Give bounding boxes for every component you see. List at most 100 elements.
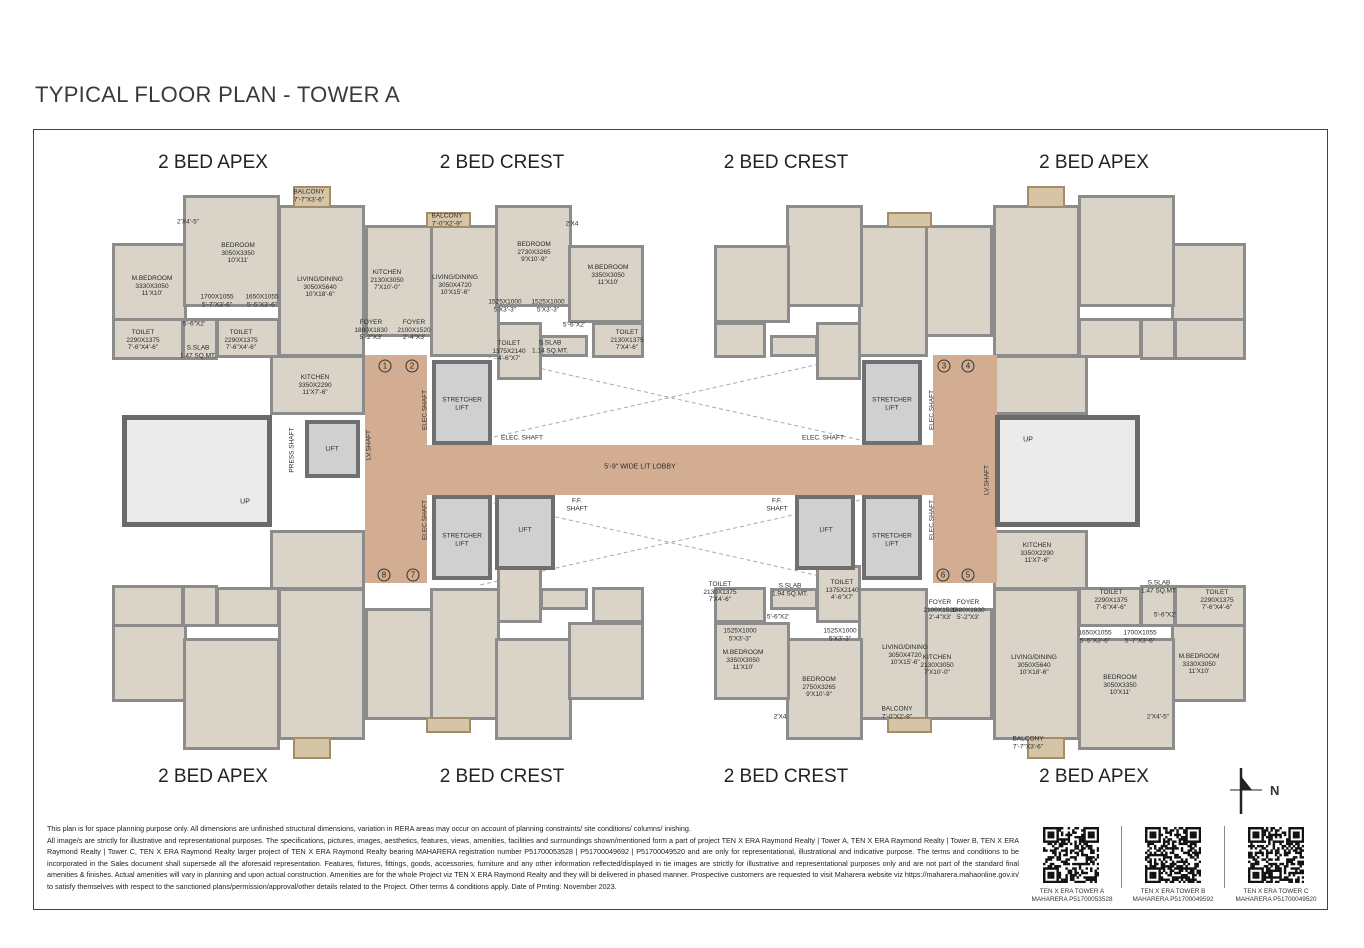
balcony-room (887, 717, 932, 733)
lift (795, 495, 855, 570)
room-label: M.BEDROOM 3330X3050 11'X10' (1178, 652, 1220, 675)
core-label: ELEC.SHAFT (928, 389, 936, 431)
divider (1121, 826, 1122, 888)
room-label: S.SLAB 1.14 SQ.MT. (531, 339, 569, 355)
toilet-room (714, 322, 766, 358)
room-label: 1525X1000 5'X3'-3" (823, 627, 857, 643)
core-label: F.F. SHAFT (566, 497, 588, 513)
room-label: LIVING/DINING 3050X4720 10'X15'-6" (882, 643, 928, 666)
core-label: 1 (378, 359, 392, 373)
core-label: 8 (377, 568, 391, 582)
room-label: 1700X1055 5'-7"X3'-6" (200, 293, 234, 309)
room-label: KITCHEN 2130X3050 7'X10'-0" (370, 268, 404, 291)
core-label: 4 (961, 359, 975, 373)
room-label: BEDROOM 3050X3350 10'X11' (1103, 673, 1137, 696)
room-label: 1650X1055 5'-5"X3'-6" (245, 293, 279, 309)
room-label: S.SLAB 1.47 SQ.MT. (1140, 579, 1178, 595)
s-slab-room (770, 588, 818, 610)
core-label: ELEC.SHAFT (421, 499, 429, 541)
staircase (995, 415, 1140, 527)
lift (305, 420, 360, 478)
core-label: 5'-9" WIDE LIT LOBBY (604, 463, 676, 471)
disclaimer: This plan is for space planning purpose … (47, 823, 1019, 893)
living-dining-room (993, 588, 1080, 740)
room-label: KITCHEN 3350X2290 11'X7'-6" (298, 373, 332, 396)
toilet-room (497, 322, 542, 380)
balcony-room (1027, 737, 1065, 759)
core-label: ELEC.SHAFT (421, 389, 429, 431)
qr-label-line2: MAHARERA P51700049592 (1132, 896, 1214, 903)
toilet-room (1078, 318, 1142, 358)
toilet-room (1078, 587, 1142, 627)
kitchen-room (993, 530, 1088, 590)
room-label: 2'X4'-5" (176, 218, 200, 226)
bedroom-room (786, 205, 863, 307)
kitchen-room (925, 225, 993, 337)
qr-label-line1: TEN X ERA TOWER C (1243, 888, 1309, 895)
room-label: KITCHEN 3350X2290 11'X7'-6" (1020, 541, 1054, 564)
qr-code-tower-c[interactable] (1248, 827, 1304, 883)
balcony-room (887, 212, 932, 228)
unit-heading-bottom-2: 2 BED CREST (439, 766, 565, 787)
kitchen-room (993, 355, 1088, 415)
s-slab-room (1140, 318, 1176, 360)
room-label: TOILET 1375X2140 4'-6"X7' (492, 339, 526, 362)
room-label: 2'X4 (773, 713, 787, 721)
core-label: ELEC. SHAFT (501, 434, 543, 442)
north-arrow: N (1222, 766, 1279, 821)
room-label: TOILET 2290X1375 7'-6"X4'-6" (224, 328, 258, 351)
kitchen-room (365, 225, 433, 337)
core-label: STRETCHER LIFT (442, 532, 482, 548)
living-dining-room (430, 588, 500, 720)
core-label: 5 (961, 568, 975, 582)
room-label: TOILET 2130X1375 7'X4'-6" (703, 580, 737, 603)
core-label: 2 (405, 359, 419, 373)
core-label: ELEC. SHAFT (802, 434, 844, 442)
room-label: 5'-6"X2' (1153, 611, 1177, 619)
balcony-room (426, 717, 471, 733)
stretcher-lift (432, 360, 492, 445)
room-label: BEDROOM 3050X3350 10'X11' (221, 241, 255, 264)
room-label: M.BEDROOM 3330X3050 11'X10' (131, 274, 173, 297)
room-label: BALCONY 7'-7"X3'-6" (1012, 735, 1044, 751)
room-label: FOYER 1880X1830 5'-2"X3' (354, 318, 388, 341)
room-label: 5'-6"X2' (766, 613, 790, 621)
living-dining-room (858, 225, 928, 357)
room-label: TOILET 2290X1375 7'-6"X4'-6" (126, 328, 160, 351)
plan-frame (33, 129, 1328, 910)
core-label: LIFT (819, 526, 833, 534)
room-label: BALCONY 7'-7"X3'-6" (293, 188, 325, 204)
qr-label-line1: TEN X ERA TOWER B (1140, 888, 1206, 895)
m-bedroom-room (568, 622, 644, 700)
lobby-corridor (365, 445, 997, 495)
stretcher-lift (862, 360, 922, 445)
toilet-room (112, 585, 184, 627)
toilet-room (592, 322, 644, 358)
toilet-room (497, 565, 542, 623)
room-label: S.SLAB 1.94 SQ.MT. (771, 582, 809, 598)
room-label: M.BEDROOM 3350X3050 11'X10' (587, 263, 629, 286)
north-label: N (1270, 783, 1280, 798)
toilet-room (592, 587, 644, 623)
stretcher-lift (862, 495, 922, 580)
kitchen-room (270, 530, 365, 590)
room-label: TOILET 1375X2140 4'-6"X7' (825, 578, 859, 601)
core-label: PRESS.SHAFT (288, 427, 296, 473)
room-label: LIVING/DINING 3050X5640 10'X18'-6" (297, 275, 343, 298)
core-label: LV.SHAFT (365, 430, 373, 460)
qr-code-tower-b[interactable] (1145, 827, 1201, 883)
s-slab-room (182, 585, 218, 627)
living-dining-room (278, 588, 365, 740)
living-dining-room (993, 205, 1080, 357)
core-label: LIFT (518, 526, 532, 534)
room-label: 1525X1000 5'X3'-3" (488, 298, 522, 314)
qr-code-tower-a[interactable] (1043, 827, 1099, 883)
room-label: LIVING/DINING 3050X4720 10'X15'-6" (432, 273, 478, 296)
room-label: 1525X1000 5'X3'-3" (723, 627, 757, 643)
core-label: STRETCHER LIFT (442, 396, 482, 412)
core-label: LV.SHAFT (983, 465, 991, 495)
stretcher-lift (432, 495, 492, 580)
